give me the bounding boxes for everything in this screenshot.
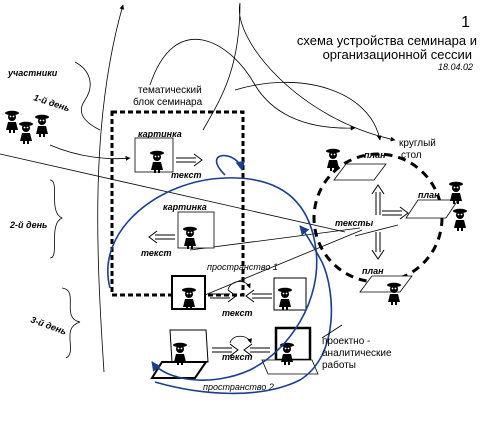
- project-work-label-line2: аналитические: [322, 348, 392, 359]
- person-icon: [35, 114, 49, 137]
- rotate-arrow-icon: [229, 335, 252, 344]
- project-work-label-line1: проектно -: [322, 336, 370, 347]
- plan-card-1: [333, 163, 387, 181]
- text-label-4: текст: [222, 352, 252, 362]
- text-label-2: текст: [141, 248, 171, 258]
- plan-card-3: [359, 275, 413, 293]
- top-arc-2: [202, 2, 396, 142]
- plan-label-1: план: [364, 150, 386, 160]
- blue-loop-outer: [154, 225, 333, 395]
- person-icon: [453, 208, 467, 231]
- round-table-label-line1: круглый: [399, 138, 436, 149]
- double-arrow-icon: [381, 206, 409, 220]
- day3-label: 3-й день: [29, 314, 68, 336]
- plan-card-2: [405, 199, 459, 219]
- thematic-block-title-line1: тематический: [138, 85, 202, 96]
- project-work-label-line3: работы: [322, 359, 356, 371]
- space2-label: пространство 2: [203, 382, 274, 392]
- round-table-arc: [234, 82, 382, 141]
- participants-bracket: [74, 61, 101, 131]
- scheme-date: 18.04.02: [438, 62, 473, 72]
- picture-label-2: картинка: [163, 202, 207, 212]
- picture-label-1: картинка: [138, 129, 182, 139]
- text-label-1: текст: [171, 170, 201, 180]
- person-icon: [19, 121, 33, 144]
- space2-left-tray: [150, 361, 208, 379]
- double-arrow-icon: [148, 230, 176, 244]
- text-label-3: текст: [222, 308, 252, 318]
- diagonal-line-1: [0, 153, 346, 233]
- person-icon: [326, 148, 340, 171]
- diagonal-line-4: [354, 224, 399, 237]
- down-arrow-icon: [371, 232, 385, 260]
- day1-label: 1-й день: [32, 92, 71, 113]
- scheme-number: 1: [461, 14, 470, 31]
- day3-brace: [61, 287, 81, 359]
- double-arrow-icon: [245, 289, 273, 303]
- participants-label: участники: [7, 68, 58, 78]
- double-arrow-icon: [175, 153, 203, 167]
- top-arc-3: [149, 38, 356, 131]
- day2-label: 2-й день: [9, 220, 47, 230]
- up-arrow-icon: [371, 184, 385, 215]
- person-icon: [5, 110, 19, 133]
- scheme-title-line2: организационной сессии: [323, 47, 472, 62]
- person-icon: [387, 282, 401, 305]
- rotate-arrow-icon: [227, 281, 251, 291]
- thematic-block-title-line2: блок семинара: [133, 96, 203, 108]
- space2-right-tray: [261, 359, 319, 375]
- diagonal-line-2: [189, 227, 361, 251]
- scheme-title-line1: схема устройства семинара и: [297, 33, 477, 48]
- plan-label-2: план: [418, 190, 440, 200]
- top-arc-1: [97, 4, 125, 373]
- space1-label: пространство 1: [207, 262, 278, 272]
- blue-loop-inner: [107, 177, 318, 381]
- day2-brace: [49, 179, 64, 259]
- blue-arc-top: [215, 154, 245, 176]
- day1-arrow: [49, 144, 131, 161]
- round-table-label-line2: стол: [401, 150, 422, 161]
- texts-label: тексты: [335, 218, 373, 228]
- plan-label-3: план: [362, 266, 384, 276]
- project-work-pointer: [321, 324, 343, 339]
- person-icon: [449, 181, 463, 204]
